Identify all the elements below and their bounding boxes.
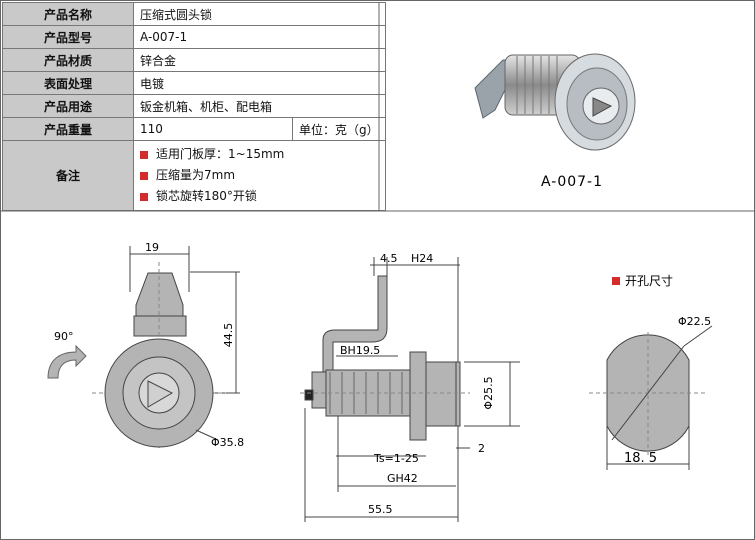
side-2-dim: 2	[478, 442, 485, 455]
spec-row: 产品名称 压缩式圆头锁	[2, 2, 386, 26]
product-photo	[474, 53, 636, 151]
rotation-label: 90°	[54, 330, 74, 343]
bullet-square-icon	[140, 192, 148, 201]
side-diameter-dim: Φ25.5	[482, 376, 495, 409]
photo-caption: A-007-1	[541, 174, 604, 190]
spec-value: A-007-1	[133, 25, 386, 49]
note-text: 适用门板厚：1~15mm	[156, 147, 285, 161]
note-item: 适用门板厚：1~15mm	[140, 144, 379, 165]
hole-diameter-dim: Φ22.5	[678, 315, 711, 328]
spec-label: 产品重量	[2, 117, 134, 141]
note-text: 压缩量为7mm	[156, 168, 236, 182]
side-4-5-dim: 4.5	[380, 252, 398, 265]
spec-row: 产品用途 钣金机箱、机柜、配电箱	[2, 94, 386, 118]
hole-size-title-text: 开孔尺寸	[625, 274, 674, 288]
spec-row: 产品材质 锌合金	[2, 48, 386, 72]
hole-flat-dim: 18. 5	[624, 451, 657, 466]
notes-label: 备注	[2, 140, 134, 211]
rotate-arrow-icon	[47, 344, 87, 379]
spec-label: 产品型号	[2, 25, 134, 49]
spec-label: 产品材质	[2, 48, 134, 72]
spec-row-notes: 备注 适用门板厚：1~15mm 压缩量为7mm 锁芯旋转180°开锁	[2, 140, 386, 211]
side-view	[300, 257, 520, 522]
side-total-dim: 55.5	[368, 503, 393, 516]
note-item: 锁芯旋转180°开锁	[140, 186, 379, 207]
bullet-square-icon	[140, 150, 148, 159]
side-gh-dim: GH42	[387, 472, 418, 485]
spec-label: 产品用途	[2, 94, 134, 118]
side-ts-dim: Ts=1-25	[373, 452, 419, 465]
front-height-dim: 44.5	[222, 323, 235, 348]
spec-value: 锌合金	[133, 48, 386, 72]
note-text: 锁芯旋转180°开锁	[156, 189, 257, 203]
hole-view	[589, 325, 713, 470]
spec-table: 产品名称 压缩式圆头锁 产品型号 A-007-1 产品材质 锌合金 表面处理 电…	[2, 2, 386, 211]
bullet-square-icon	[612, 276, 620, 285]
bullet-square-icon	[140, 171, 148, 180]
front-diameter-dim: Φ35.8	[211, 436, 244, 449]
spec-label: 表面处理	[2, 71, 134, 95]
front-view	[92, 246, 240, 450]
notes-list: 适用门板厚：1~15mm 压缩量为7mm 锁芯旋转180°开锁	[133, 140, 386, 211]
spec-label: 产品名称	[2, 2, 134, 26]
note-item: 压缩量为7mm	[140, 165, 379, 186]
side-h24-dim: H24	[411, 252, 433, 265]
side-bh-dim: BH19.5	[340, 344, 380, 357]
front-width-dim: 19	[145, 241, 159, 254]
hole-size-title: 开孔尺寸	[612, 272, 673, 289]
spec-row: 产品型号 A-007-1	[2, 25, 386, 49]
